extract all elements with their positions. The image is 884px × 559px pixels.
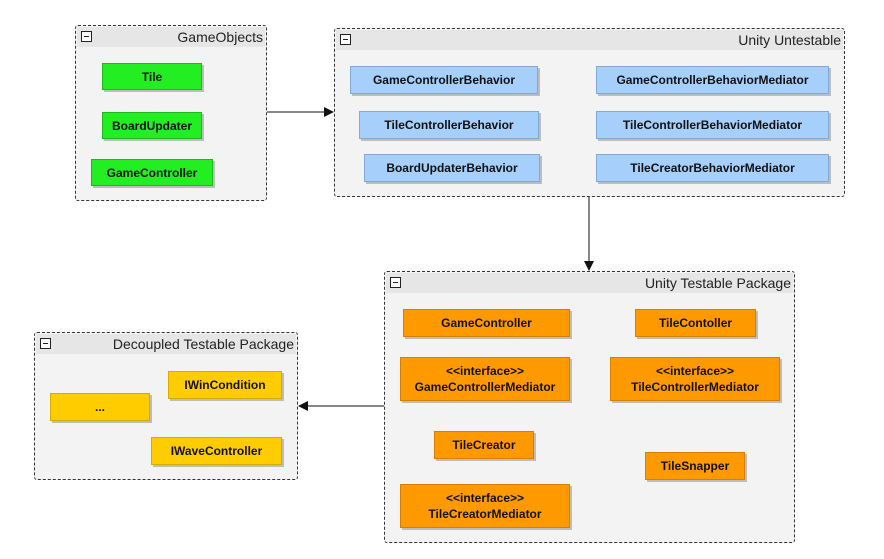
- class-tilesnapper[interactable]: TileSnapper: [645, 452, 745, 480]
- class-name: BoardUpdaterBehavior: [386, 161, 518, 175]
- collapse-icon[interactable]: [390, 277, 401, 288]
- package-header: GameObjects: [77, 27, 265, 47]
- interface-tilecreatormediator[interactable]: <<interface>> TileCreatorMediator: [400, 484, 570, 528]
- class-ellipsis[interactable]: ...: [50, 393, 150, 421]
- class-name: TileControllerBehaviorMediator: [622, 118, 803, 132]
- collapse-icon[interactable]: [40, 338, 51, 349]
- package-gameobjects: GameObjects Tile BoardUpdater GameContro…: [75, 25, 267, 201]
- package-decoupled-testable: Decoupled Testable Package IWinCondition…: [34, 332, 298, 480]
- class-tilecreator[interactable]: TileCreator: [434, 431, 534, 459]
- class-tilecreatorbehaviormediator[interactable]: TileCreatorBehaviorMediator: [596, 154, 829, 182]
- class-tilecontrollerbehavior[interactable]: TileControllerBehavior: [359, 111, 539, 139]
- class-name: TileSnapper: [660, 459, 730, 473]
- class-name: TileControllerBehavior: [384, 118, 514, 132]
- interface-iwincondition[interactable]: IWinCondition: [168, 371, 282, 399]
- class-tilecontrollerbehaviormediator[interactable]: TileControllerBehaviorMediator: [596, 111, 829, 139]
- class-tile[interactable]: Tile: [102, 63, 202, 90]
- package-unity-testable: Unity Testable Package GameController Ti…: [384, 271, 795, 543]
- interface-tilecontrollermediator[interactable]: <<interface>> TileControllerMediator: [610, 357, 780, 401]
- class-name: IWaveController: [170, 444, 263, 458]
- stereotype-label: <<interface>>: [655, 364, 735, 378]
- class-boardupdater[interactable]: BoardUpdater: [102, 112, 202, 139]
- collapse-icon[interactable]: [81, 31, 92, 42]
- class-gamecontroller[interactable]: GameController: [91, 159, 213, 186]
- class-name: GameControllerBehaviorMediator: [616, 73, 809, 87]
- package-header: Decoupled Testable Package: [36, 334, 296, 354]
- interface-iwavecontroller[interactable]: IWaveController: [151, 437, 282, 465]
- class-name: IWinCondition: [184, 378, 266, 392]
- class-name: TileControllerMediator: [631, 380, 759, 394]
- package-unity-untestable: Unity Untestable GameControllerBehavior …: [334, 28, 845, 197]
- class-name: TileContoller: [658, 316, 733, 330]
- class-name: Tile: [141, 69, 163, 84]
- package-header: Unity Untestable: [336, 30, 843, 50]
- class-boardupdaterbehavior[interactable]: BoardUpdaterBehavior: [364, 154, 540, 182]
- class-name: ...: [94, 400, 105, 414]
- class-name: TileCreatorMediator: [428, 507, 542, 521]
- class-name: GameControllerMediator: [414, 380, 556, 394]
- class-name: TileCreatorBehaviorMediator: [630, 161, 795, 175]
- class-name: GameController: [106, 165, 198, 180]
- class-name: BoardUpdater: [111, 118, 192, 133]
- class-tilecontoller[interactable]: TileContoller: [635, 309, 756, 337]
- package-title: Unity Untestable: [738, 32, 841, 48]
- stereotype-label: <<interface>>: [445, 364, 525, 378]
- interface-gamecontrollermediator[interactable]: <<interface>> GameControllerMediator: [400, 357, 570, 401]
- class-gamecontrollerbehaviormediator[interactable]: GameControllerBehaviorMediator: [596, 66, 829, 94]
- package-header: Unity Testable Package: [386, 273, 793, 293]
- package-title: Decoupled Testable Package: [112, 336, 294, 352]
- package-title: Unity Testable Package: [644, 275, 791, 291]
- class-gamecontrollerbehavior[interactable]: GameControllerBehavior: [350, 66, 538, 94]
- package-title: GameObjects: [177, 29, 263, 45]
- class-gamecontroller[interactable]: GameController: [403, 309, 570, 337]
- stereotype-label: <<interface>>: [445, 491, 525, 505]
- collapse-icon[interactable]: [340, 34, 351, 45]
- class-name: TileCreator: [452, 438, 516, 452]
- class-name: GameController: [441, 316, 532, 330]
- class-name: GameControllerBehavior: [372, 73, 516, 87]
